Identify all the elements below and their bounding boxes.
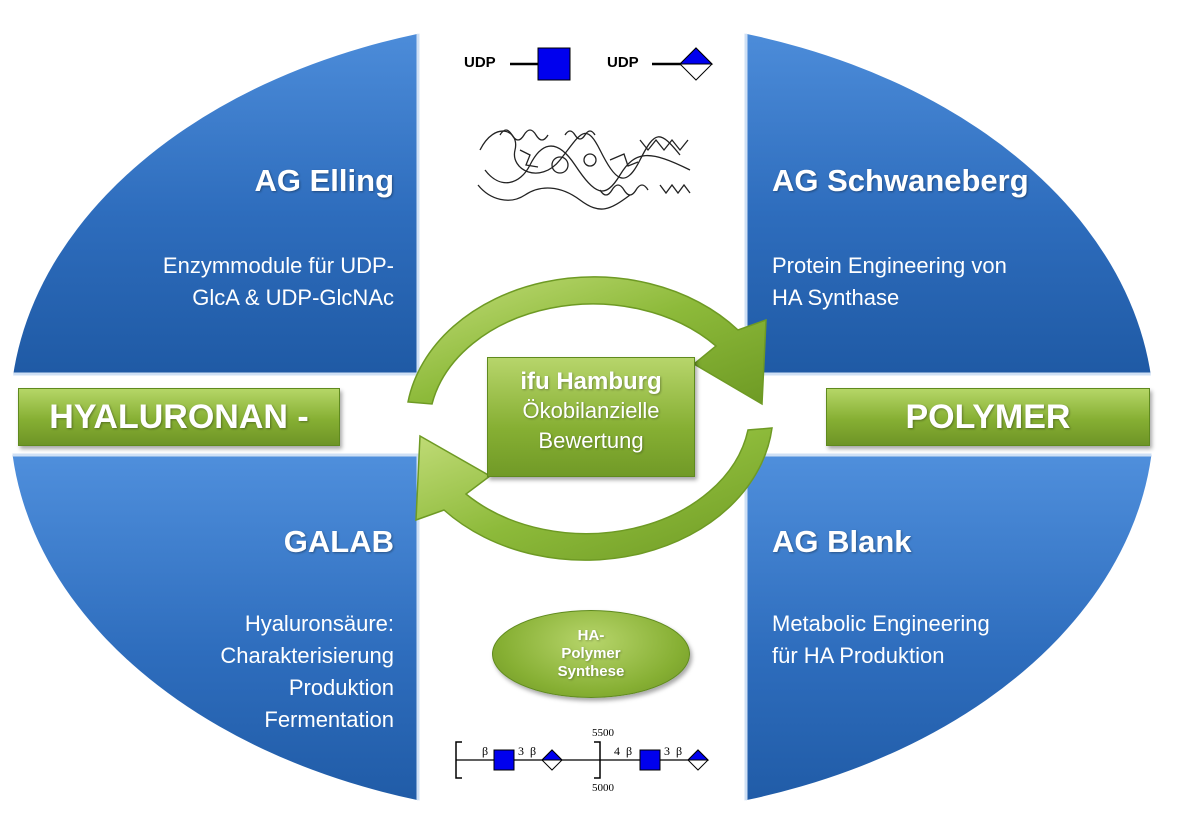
ellipse-line: HA- (577, 627, 605, 644)
description-line: Enzymmodule für UDP- (162, 253, 394, 278)
udp-glcnac-symbol (510, 47, 571, 81)
cycle-arrow-top (407, 276, 767, 406)
repeat-count-top: 5500 (592, 727, 614, 739)
quadrant-description-ag-elling: Enzymmodule für UDP- GlcA & UDP-GlcNAc (163, 250, 394, 314)
quadrant-title-ag-schwaneberg: AG Schwaneberg (772, 163, 1029, 198)
center-box-ifu-hamburg: ifu Hamburg Ökobilanzielle Bewertung (487, 357, 695, 477)
description-line: HA Synthase (772, 285, 900, 310)
description-line: Metabolic Engineering (772, 611, 990, 636)
udp-label-glcnac: UDP (464, 54, 496, 71)
center-title: ifu Hamburg (520, 368, 662, 395)
description-line: Produktion (288, 675, 394, 700)
glcnac-square-icon (493, 749, 515, 771)
bar-hyaluronan: HYALURONAN - (18, 388, 340, 446)
linkage-label: 4 (614, 744, 620, 758)
linkage-label: β (530, 744, 537, 758)
center-line: Bewertung (538, 428, 644, 453)
bar-polymer: POLYMER (826, 388, 1150, 446)
description-line: für HA Produktion (772, 643, 945, 668)
udp-label-glca: UDP (607, 54, 639, 71)
ellipse-line: Synthese (557, 663, 625, 680)
center-line: Ökobilanzielle (522, 398, 660, 423)
quadrant-title-ag-blank: AG Blank (772, 524, 912, 559)
description-line: Fermentation (264, 707, 394, 732)
description-line: Charakterisierung (220, 643, 394, 668)
ha-repeat-unit (455, 741, 710, 779)
linkage-label: β (626, 744, 633, 758)
cycle-arrows (407, 276, 773, 561)
description-line: GlcA & UDP-GlcNAc (192, 285, 394, 310)
protein-structure-icon (477, 129, 691, 210)
quadrant-description-ag-blank: Metabolic Engineering für HA Produktion (772, 608, 990, 672)
linkage-label: 3 (518, 744, 524, 758)
ha-polymer-synthese-ellipse: HA- Polymer Synthese (492, 610, 690, 698)
glcnac-square-icon (639, 749, 661, 771)
linkage-label: β (676, 744, 683, 758)
ellipse-line: Polymer (561, 645, 621, 662)
description-line: Protein Engineering von (772, 253, 1007, 278)
quadrant-description-ag-schwaneberg: Protein Engineering von HA Synthase (772, 250, 1007, 314)
cycle-arrow-bottom (415, 427, 773, 561)
description-line: Hyaluronsäure: (244, 611, 394, 636)
linkage-label: β (482, 744, 489, 758)
repeat-count-bottom: 5000 (592, 782, 614, 794)
quadrant-title-ag-elling: AG Elling (254, 163, 395, 198)
glcnac-square-icon (537, 47, 571, 81)
quadrant-title-galab: GALAB (283, 524, 394, 559)
udp-glca-symbol (652, 47, 714, 81)
linkage-label: 3 (664, 744, 670, 758)
quadrant-description-galab: Hyaluronsäure: Charakterisierung Produkt… (220, 608, 394, 736)
